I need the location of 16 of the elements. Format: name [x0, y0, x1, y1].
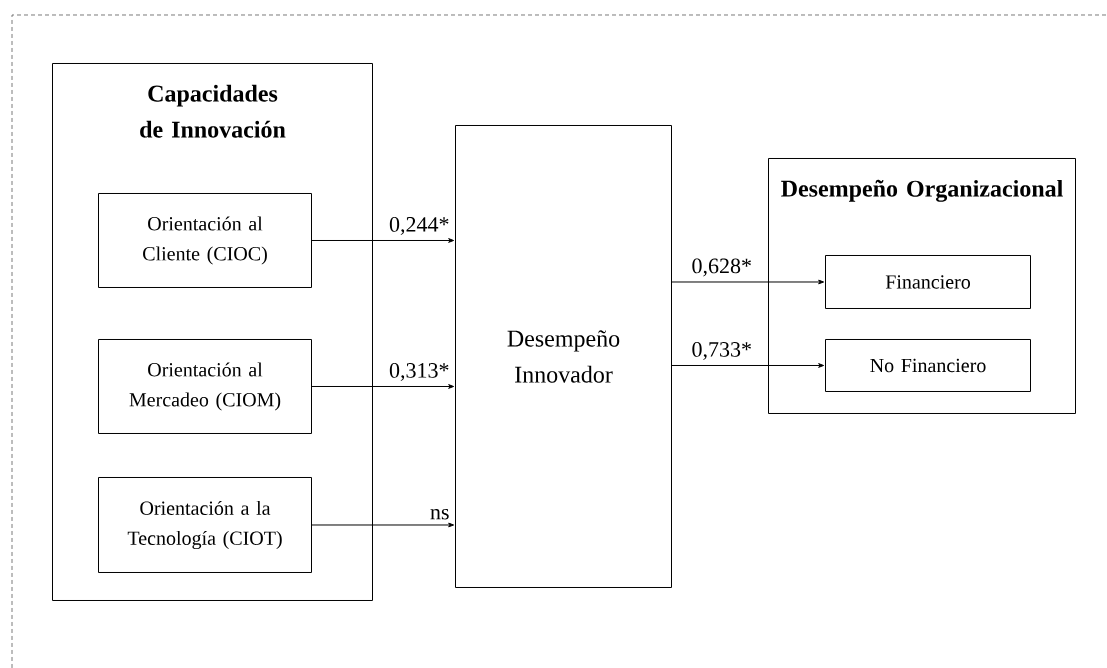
box: Desempeño Innovador: [455, 125, 672, 588]
box: Financiero: [825, 255, 1031, 309]
arrow: [311, 384, 455, 389]
arrow: [671, 363, 825, 368]
arrow: [671, 279, 825, 285]
box: No Financiero: [825, 339, 1031, 392]
edge-label: 0,244*: [388, 216, 451, 236]
box: Orientación a la Tecnología (CIOT): [98, 477, 312, 573]
edge-label: 0,313*: [388, 362, 451, 382]
arrow: [311, 522, 455, 528]
edge-label: ns: [428, 507, 451, 521]
edge-label: 0,628*: [690, 257, 753, 278]
box: Orientación al Cliente (CIOC): [98, 193, 312, 288]
edge-label: 0,733*: [690, 341, 753, 361]
box: Orientación al Mercadeo (CIOM): [98, 339, 312, 434]
arrow: [311, 238, 455, 243]
